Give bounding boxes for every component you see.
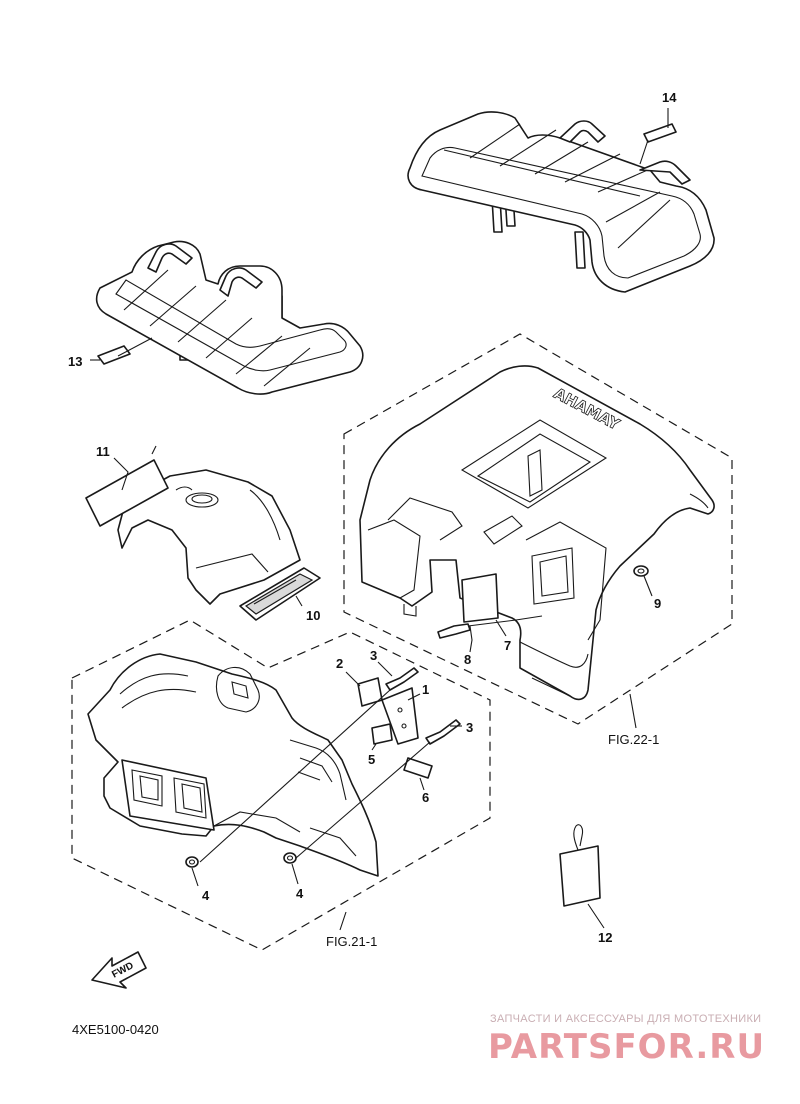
part-12-tag	[559, 824, 601, 907]
callout-13: 13	[68, 354, 82, 369]
callout-3-lower: 3	[466, 720, 473, 735]
callout-12: 12	[598, 930, 612, 945]
diagram-code: 4XE5100-0420	[72, 1022, 159, 1037]
callout-1: 1	[422, 682, 429, 697]
part-2-plate	[357, 677, 383, 707]
watermark-site: PARTSFOR.RU	[488, 1027, 765, 1067]
part-11-decal	[85, 459, 169, 527]
callout-8: 8	[464, 652, 471, 667]
part-9-washer	[633, 565, 649, 577]
callout-11: 11	[96, 444, 110, 459]
callout-2: 2	[336, 656, 343, 671]
part-8-rivet	[437, 623, 471, 639]
callout-7: 7	[504, 638, 511, 653]
part-1-plate	[381, 687, 419, 745]
front-fender	[87, 653, 379, 877]
callout-14: 14	[662, 90, 677, 105]
watermark-tagline: ЗАПЧАСТИ И АКСЕССУАРЫ ДЛЯ МОТОТЕХНИКИ	[490, 1013, 761, 1025]
part-4-washer-left	[185, 856, 199, 868]
callout-4-right: 4	[296, 886, 304, 901]
rear-fender-small-parts	[437, 565, 649, 639]
part-4-washer-right	[283, 852, 297, 864]
leader-lines	[90, 108, 669, 931]
watermark: ЗАПЧАСТИ И АКСЕССУАРЫ ДЛЯ МОТОТЕХНИКИ PA…	[488, 1013, 765, 1067]
part-6-label	[403, 757, 433, 779]
part-3-rivet-upper	[385, 667, 419, 691]
rear-fender-group-boundary	[343, 333, 733, 725]
fig-ref-rear-fender: FIG.22-1	[608, 732, 659, 747]
front-cover	[117, 469, 301, 605]
part-10-decal	[239, 567, 321, 621]
callout-9: 9	[654, 596, 661, 611]
front-fender-group-boundary	[71, 619, 491, 951]
callout-4-left: 4	[202, 888, 210, 903]
rear-carrier	[407, 111, 715, 293]
fwd-arrow-icon: FWD	[91, 951, 147, 989]
callout-10: 10	[306, 608, 320, 623]
callout-labels: 14 13 11 10 9 8 7 2 3 1 3 5 6 4 4 12	[68, 90, 677, 945]
part-14-label	[643, 123, 677, 143]
callout-5: 5	[368, 752, 375, 767]
part-7-label	[461, 573, 499, 623]
part-5-label	[371, 723, 393, 745]
rear-fender: YAMAHA	[359, 365, 715, 701]
callout-6: 6	[422, 790, 429, 805]
front-carrier	[95, 240, 364, 395]
callout-3-upper: 3	[370, 648, 377, 663]
part-3-rivet-lower	[425, 719, 461, 745]
part-13-label	[97, 345, 131, 365]
fig-ref-front-fender: FIG.21-1	[326, 934, 377, 949]
